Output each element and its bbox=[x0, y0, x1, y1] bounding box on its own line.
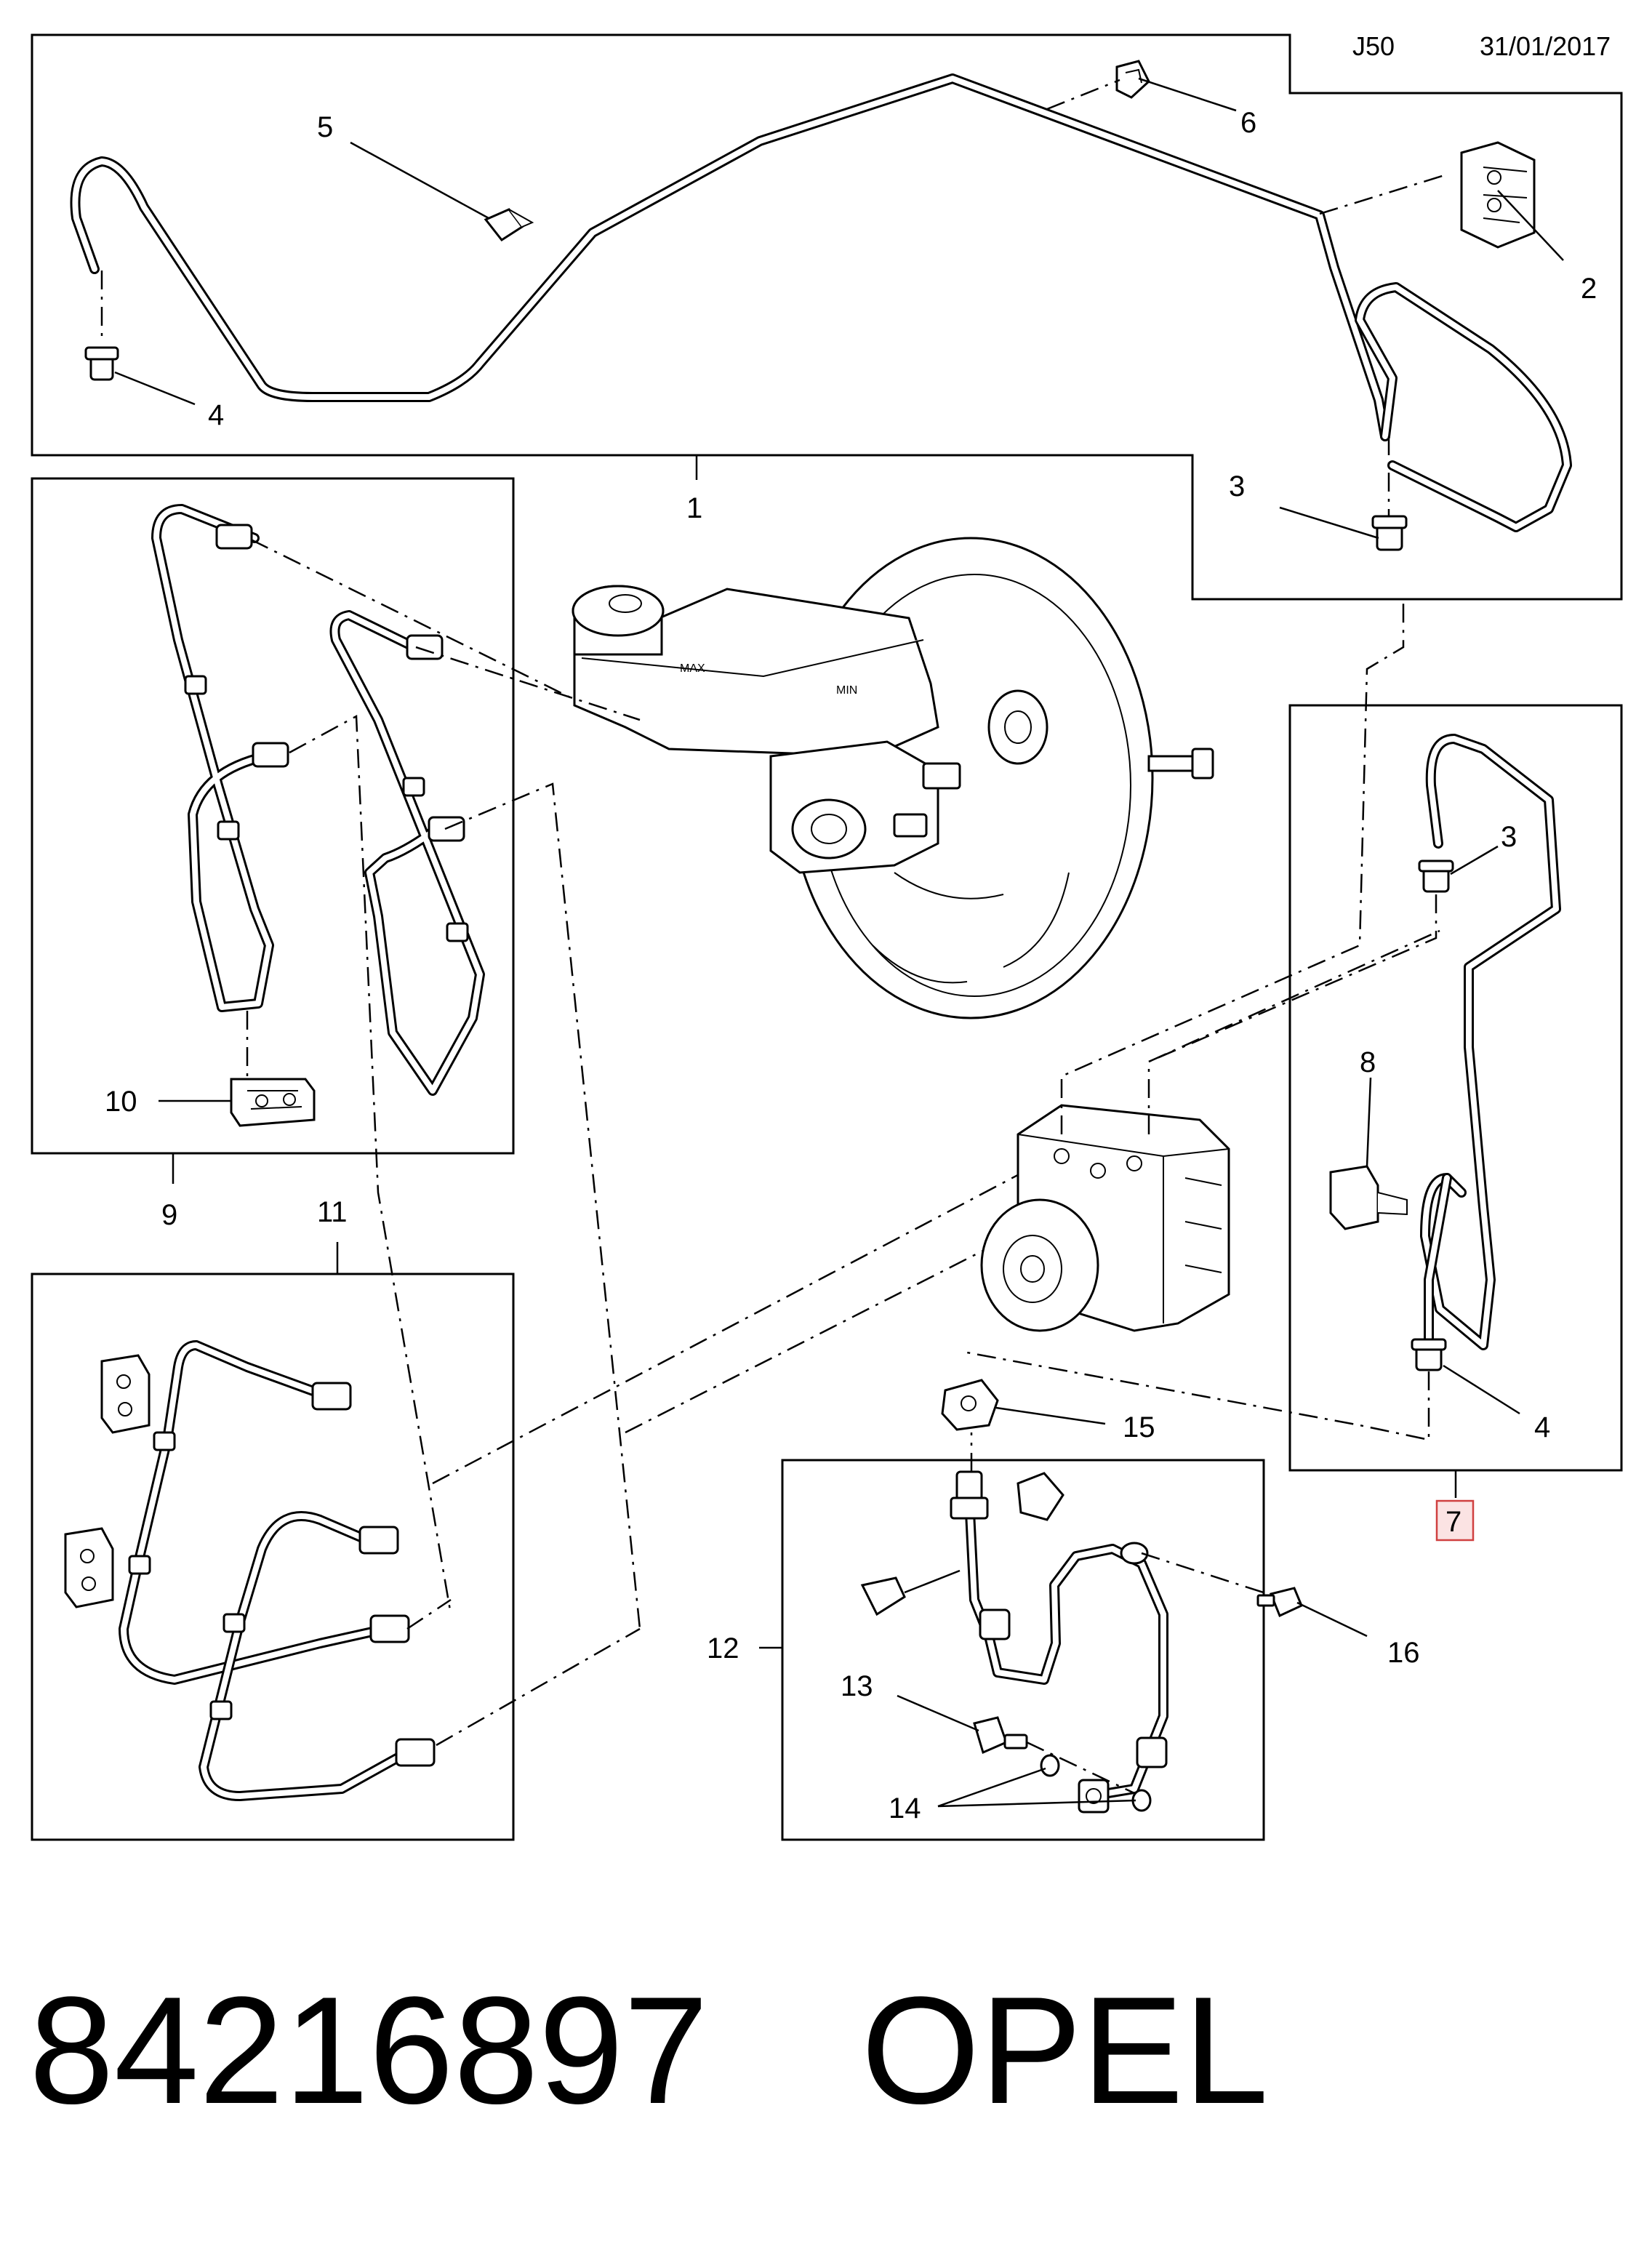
master-cylinder-body bbox=[769, 740, 961, 874]
rear-axle-brake-pipe bbox=[1420, 734, 1561, 1358]
pipe-clip-2 bbox=[1460, 141, 1536, 249]
callout-10: 10 bbox=[105, 1086, 137, 1118]
abs-hydraulic-unit bbox=[980, 1104, 1230, 1332]
pipe-clip-5 bbox=[484, 208, 534, 241]
callout-3-upper: 3 bbox=[1229, 470, 1245, 502]
reservoir-max-mark: MAX bbox=[680, 662, 705, 675]
reservoir-min-mark: MIN bbox=[836, 684, 857, 697]
hollow-bolt-13 bbox=[973, 1716, 1028, 1755]
callout-9: 9 bbox=[161, 1199, 177, 1231]
callout-13: 13 bbox=[841, 1670, 873, 1702]
pipe-clip-6 bbox=[1115, 60, 1150, 99]
callout-14: 14 bbox=[889, 1792, 921, 1824]
group-11-frame bbox=[31, 1273, 515, 1841]
group-7-frame bbox=[1288, 704, 1623, 1472]
rear-brake-pipe bbox=[70, 73, 1572, 532]
callout-7-highlight bbox=[1435, 1499, 1475, 1542]
part-caption: 84216897 OPEL bbox=[29, 1963, 1269, 2138]
master-cylinder-reservoir: MAX MIN bbox=[572, 585, 939, 758]
callout-6: 6 bbox=[1240, 107, 1256, 139]
diagram-date: 31/01/2017 bbox=[1480, 31, 1611, 61]
part-number: 84216897 bbox=[29, 1965, 709, 2136]
callout-11: 11 bbox=[317, 1196, 348, 1228]
pipe-clip-11-lower bbox=[64, 1527, 114, 1608]
callout-12: 12 bbox=[707, 1632, 739, 1664]
brand-name: OPEL bbox=[861, 1965, 1269, 2136]
callout-2: 2 bbox=[1581, 273, 1597, 305]
group-12-frame bbox=[781, 1459, 1265, 1841]
callout-7: 7 bbox=[1446, 1506, 1461, 1538]
pipe-nut-4-left bbox=[84, 346, 119, 381]
callout-1: 1 bbox=[686, 492, 702, 524]
callout-8: 8 bbox=[1360, 1046, 1376, 1078]
group-1-frame bbox=[31, 33, 1623, 601]
pipe-clip-10 bbox=[230, 1078, 316, 1127]
hose-bracket-15 bbox=[941, 1379, 999, 1431]
group-9-frame bbox=[31, 477, 515, 1155]
pipe-nut-4-rear bbox=[1411, 1338, 1447, 1371]
callout-3-rear: 3 bbox=[1501, 821, 1517, 853]
flexible-brake-hose bbox=[860, 1470, 1168, 1814]
callout-4-rear: 4 bbox=[1534, 1411, 1550, 1443]
diagram-code: J50 bbox=[1352, 31, 1395, 61]
alt-front-brake-pipes bbox=[119, 1340, 412, 1801]
callout-5: 5 bbox=[317, 111, 333, 143]
callout-16: 16 bbox=[1387, 1637, 1420, 1669]
pipe-nut-3-upper bbox=[1371, 515, 1408, 551]
front-brake-pipes bbox=[151, 504, 485, 1096]
callout-15: 15 bbox=[1123, 1411, 1155, 1443]
brake-lines-exploded-diagram: J50 31/01/2017 bbox=[31, 31, 1623, 1841]
pipe-clip-8 bbox=[1329, 1165, 1408, 1230]
sealing-washers-14 bbox=[1040, 1754, 1152, 1812]
callout-4-left: 4 bbox=[208, 399, 224, 431]
pipe-clip-11-upper bbox=[100, 1354, 151, 1434]
pipe-fittings-11 bbox=[128, 1382, 436, 1767]
pipe-nut-3-rear bbox=[1418, 859, 1454, 893]
